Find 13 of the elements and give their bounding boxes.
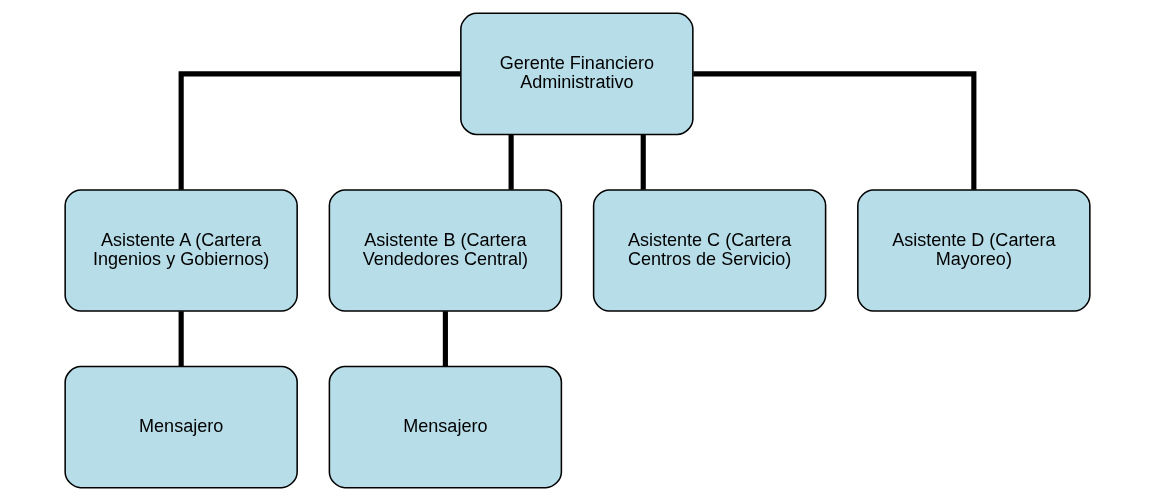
node-box: Gerente Financiero Administrativo [459,12,694,136]
node-box: Mensajero [63,365,298,489]
connector [442,311,448,367]
node-box: Asistente C (Cartera Centros de Servicio) [592,189,826,312]
node-box: Asistente B (Cartera Vendedores Central) [328,189,562,312]
connector [640,134,646,190]
node-box: Mensajero [328,365,562,489]
node-box: Asistente A (Cartera Ingenios y Gobiernos) [63,189,298,312]
connector [178,311,184,367]
connector [178,71,461,190]
connector [508,134,514,190]
node-box: Asistente D (Cartera Mayoreo) [856,189,1091,312]
connector [692,71,976,190]
